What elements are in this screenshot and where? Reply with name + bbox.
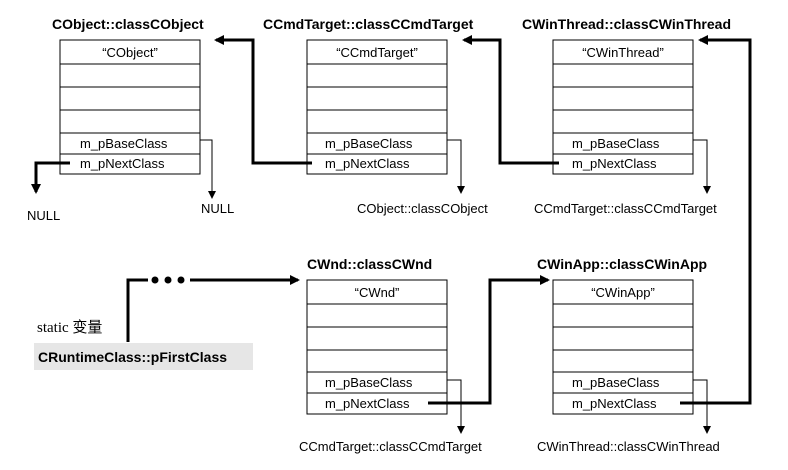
class-name-cwnd: “CWnd” [355, 285, 400, 300]
ref-label-cwnd-base: CCmdTarget::classCCmdTarget [299, 439, 482, 454]
class-box-cwnd: CWnd::classCWnd “CWnd” m_pBaseClass m_pN… [306, 256, 448, 415]
class-name-ccmdtarget: “CCmdTarget” [336, 45, 418, 60]
first-class-label: CRuntimeClass::pFirstClass [38, 349, 227, 365]
class-box-cwinapp: CWinApp::classCWinApp “CWinApp” m_pBaseC… [537, 256, 707, 415]
base-field-cwinthread: m_pBaseClass [572, 136, 660, 151]
base-field-cwinapp: m_pBaseClass [572, 375, 660, 390]
class-box-cobject: CObject::classCObject “CObject” m_pBaseC… [52, 16, 204, 175]
ref-label-cwinapp-base: CWinThread::classCWinThread [537, 439, 720, 454]
class-name-cwinthread: “CWinThread” [582, 45, 664, 60]
next-pointer-cobject [31, 161, 70, 194]
next-pointer-cwnd [428, 275, 550, 405]
class-name-cobject: “CObject” [102, 45, 158, 60]
base-field-ccmdtarget: m_pBaseClass [325, 136, 413, 151]
class-title-cwnd: CWnd::classCWnd [307, 256, 432, 272]
next-field-cwinthread: m_pNextClass [572, 156, 657, 171]
next-pointer-cwinapp [680, 35, 752, 405]
null-label-next: NULL [27, 208, 60, 223]
class-box-cwinthread: CWinThread::classCWinThread “CWinThread”… [522, 16, 731, 175]
base-pointer-cwinapp [693, 379, 711, 434]
base-pointer-cobject [200, 139, 216, 199]
class-name-cwinapp: “CWinApp” [591, 285, 655, 300]
null-label-base: NULL [201, 201, 234, 216]
first-class-box: CRuntimeClass::pFirstClass [34, 343, 253, 370]
base-pointer-ccmdtarget [447, 139, 465, 194]
base-field-cwnd: m_pBaseClass [325, 375, 413, 390]
class-title-cobject: CObject::classCObject [52, 16, 204, 32]
base-pointer-cwinthread [693, 139, 711, 194]
ellipsis-dot-2 [164, 276, 172, 284]
static-variable-label: static 变量 [37, 319, 102, 336]
next-pointer-cwinthread [462, 35, 559, 165]
next-field-ccmdtarget: m_pNextClass [325, 156, 410, 171]
class-title-cwinthread: CWinThread::classCWinThread [522, 16, 731, 32]
next-field-cwnd: m_pNextClass [325, 396, 410, 411]
next-field-cwinapp: m_pNextClass [572, 396, 657, 411]
ref-label-ccmdtarget-base: CObject::classCObject [357, 201, 488, 216]
base-pointer-cwnd [447, 379, 465, 434]
ref-label-cwinthread-base: CCmdTarget::classCCmdTarget [534, 201, 717, 216]
class-box-ccmdtarget: CCmdTarget::classCCmdTarget “CCmdTarget”… [263, 16, 474, 175]
first-class-pointer [126, 275, 300, 342]
next-field-cobject: m_pNextClass [80, 156, 165, 171]
base-field-cobject: m_pBaseClass [80, 136, 168, 151]
class-title-cwinapp: CWinApp::classCWinApp [537, 256, 707, 272]
ellipsis-dot-3 [177, 276, 185, 284]
ellipsis-dot-1 [151, 276, 159, 284]
next-pointer-ccmdtarget [214, 35, 312, 165]
class-title-ccmdtarget: CCmdTarget::classCCmdTarget [263, 16, 474, 32]
